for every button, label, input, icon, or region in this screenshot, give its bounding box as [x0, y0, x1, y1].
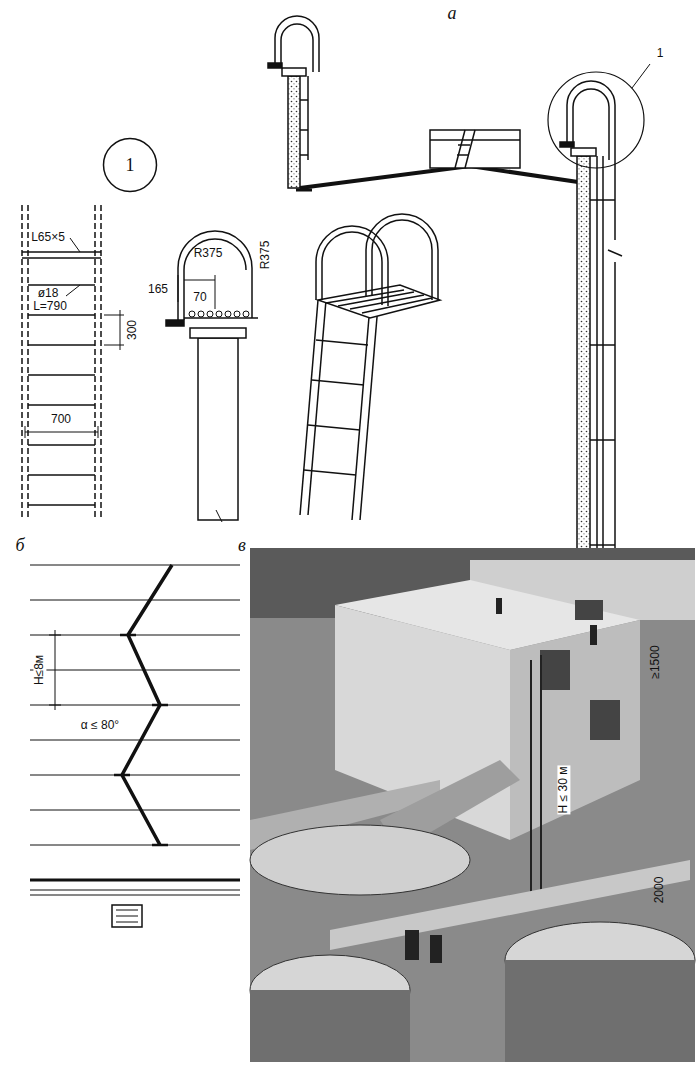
dimension-label: R375: [259, 241, 272, 270]
dimension-label: 165: [148, 283, 168, 296]
panel-letter: а: [448, 4, 457, 24]
dimension-label: ø18: [37, 287, 60, 300]
callout-number: 1: [657, 47, 664, 60]
detail-number: 1: [126, 155, 135, 176]
dimension-label: H≤8м: [33, 654, 46, 686]
dimension-label: L=790: [32, 300, 68, 313]
dimension-label: 2000: [653, 877, 666, 904]
dimension-label: ≥1500: [649, 645, 662, 678]
panel-letter: б: [15, 536, 24, 556]
dimension-label: H ≤ 30 м: [557, 766, 570, 815]
dimension-label: 700: [50, 413, 72, 426]
dimension-label: R375: [194, 247, 223, 260]
photo: [250, 548, 695, 1062]
dimension-label: 70: [193, 291, 206, 304]
dimension-label: 300: [126, 320, 139, 340]
panel-letter: в: [238, 536, 246, 556]
dimension-label: L65×5: [30, 231, 66, 244]
detail-circle: 1: [102, 137, 158, 193]
dimension-label: α ≤ 80°: [80, 719, 120, 732]
